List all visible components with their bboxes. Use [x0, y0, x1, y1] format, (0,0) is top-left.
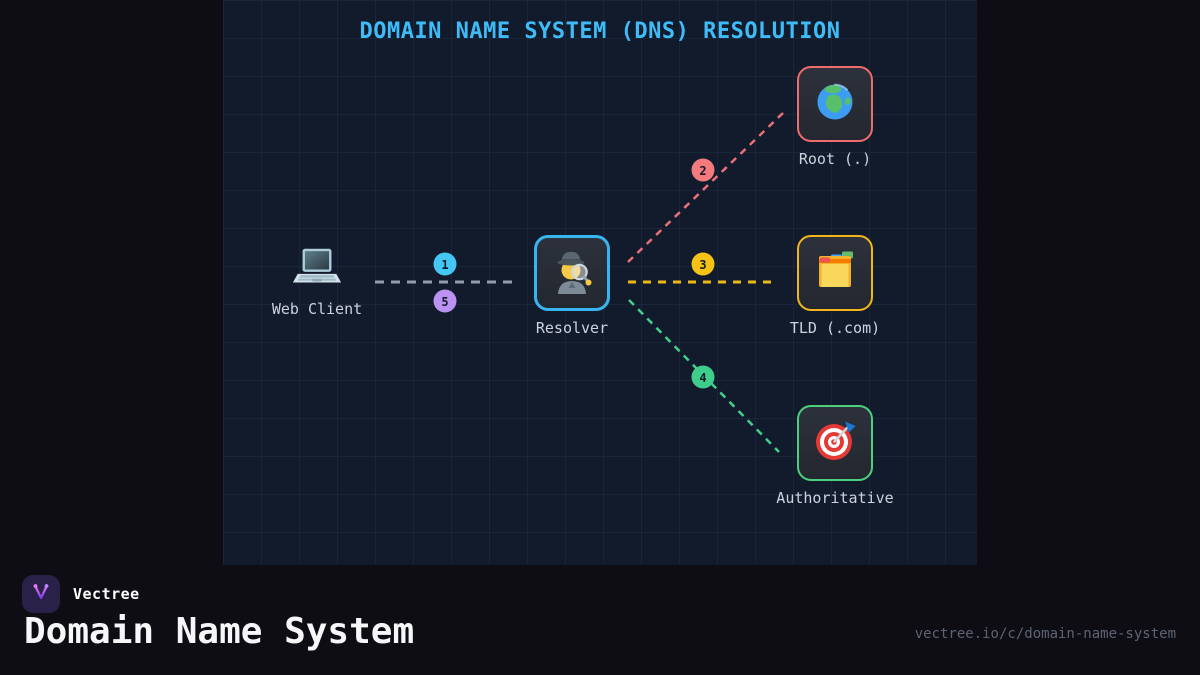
node-resolver: Resolver — [512, 235, 632, 337]
detective-icon — [548, 247, 596, 299]
step-badge-3: 3 — [691, 252, 715, 276]
vectree-logo — [22, 575, 60, 613]
svg-text:3: 3 — [699, 258, 706, 272]
node-label-root: Root (.) — [798, 150, 872, 168]
step-badge-5: 5 — [433, 289, 457, 313]
node-label-resolver: Resolver — [535, 319, 609, 337]
step-badge-2: 2 — [691, 158, 715, 182]
connection-lines: 1 2 3 4 5 — [375, 111, 785, 453]
diagram-title: DOMAIN NAME SYSTEM (DNS) RESOLUTION — [359, 19, 841, 44]
node-root: Root (.) — [775, 66, 895, 168]
card-index-icon — [811, 247, 859, 299]
link-resolver-root — [627, 111, 785, 263]
node-label-authoritative: Authoritative — [776, 489, 894, 507]
laptop-icon — [289, 246, 345, 292]
node-label-web-client: Web Client — [271, 300, 363, 318]
target-icon — [811, 417, 859, 469]
node-label-tld: TLD (.com) — [789, 319, 881, 337]
svg-text:4: 4 — [699, 371, 706, 385]
svg-text:5: 5 — [441, 295, 448, 309]
dns-diagram-canvas: DOMAIN NAME SYSTEM (DNS) RESOLUTION 1 2 … — [223, 0, 977, 565]
brand-row: Vectree — [22, 575, 140, 613]
brand-name: Vectree — [73, 585, 140, 603]
step-badge-4: 4 — [691, 365, 715, 389]
node-web-client: Web Client — [257, 246, 377, 318]
page-url: vectree.io/c/domain-name-system — [914, 626, 1176, 642]
svg-text:1: 1 — [441, 258, 448, 272]
node-tld: TLD (.com) — [775, 235, 895, 337]
step-badge-1: 1 — [433, 252, 457, 276]
globe-icon — [811, 78, 859, 130]
node-authoritative: Authoritative — [775, 405, 895, 507]
vectree-logo-icon — [29, 580, 53, 608]
svg-text:2: 2 — [699, 164, 706, 178]
page-title: Domain Name System — [24, 611, 415, 652]
